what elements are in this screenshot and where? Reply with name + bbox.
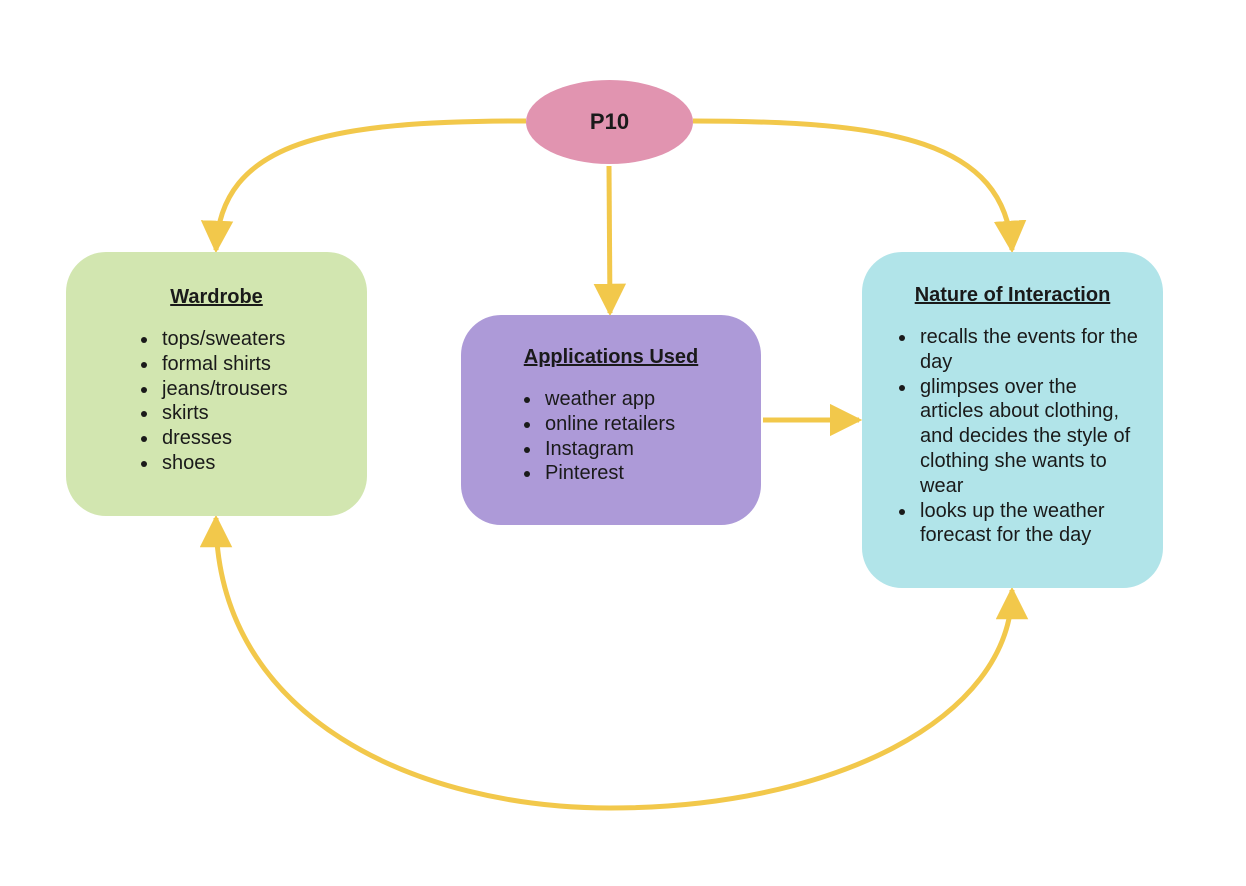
arrow-root-to-wardrobe (200, 118, 527, 254)
applications-box: Applications Used weather app online ret… (461, 315, 761, 525)
interaction-list: recalls the events for the day glimpses … (862, 325, 1163, 548)
arrow-wardrobe-interaction-bidirectional (199, 514, 1029, 811)
interaction-box: Nature of Interaction recalls the events… (862, 252, 1163, 588)
interaction-title: Nature of Interaction (914, 284, 1111, 306)
interaction-item: glimpses over the articles about clothin… (899, 375, 1145, 499)
wardrobe-title: Wardrobe (170, 286, 263, 308)
arrow-root-to-interaction (692, 118, 1027, 254)
applications-title: Applications Used (523, 346, 699, 368)
interaction-item: recalls the events for the day (899, 325, 1145, 375)
root-node-p10: P10 (526, 80, 693, 164)
arrow-root-to-applications (593, 165, 627, 317)
applications-item: Pinterest (524, 461, 761, 486)
wardrobe-list: tops/sweaters formal shirts jeans/trouse… (66, 327, 367, 476)
wardrobe-item: jeans/trousers (141, 377, 367, 402)
root-node-label: P10 (589, 109, 630, 134)
applications-list: weather app online retailers Instagram P… (461, 387, 761, 486)
wardrobe-item: formal shirts (141, 352, 367, 377)
applications-item: online retailers (524, 412, 761, 437)
interaction-item: looks up the weather forecast for the da… (899, 499, 1145, 549)
wardrobe-item: tops/sweaters (141, 327, 367, 352)
applications-item: weather app (524, 387, 761, 412)
applications-item: Instagram (524, 437, 761, 462)
wardrobe-item: dresses (141, 426, 367, 451)
wardrobe-item: shoes (141, 451, 367, 476)
wardrobe-item: skirts (141, 401, 367, 426)
wardrobe-box: Wardrobe tops/sweaters formal shirts jea… (66, 252, 367, 516)
